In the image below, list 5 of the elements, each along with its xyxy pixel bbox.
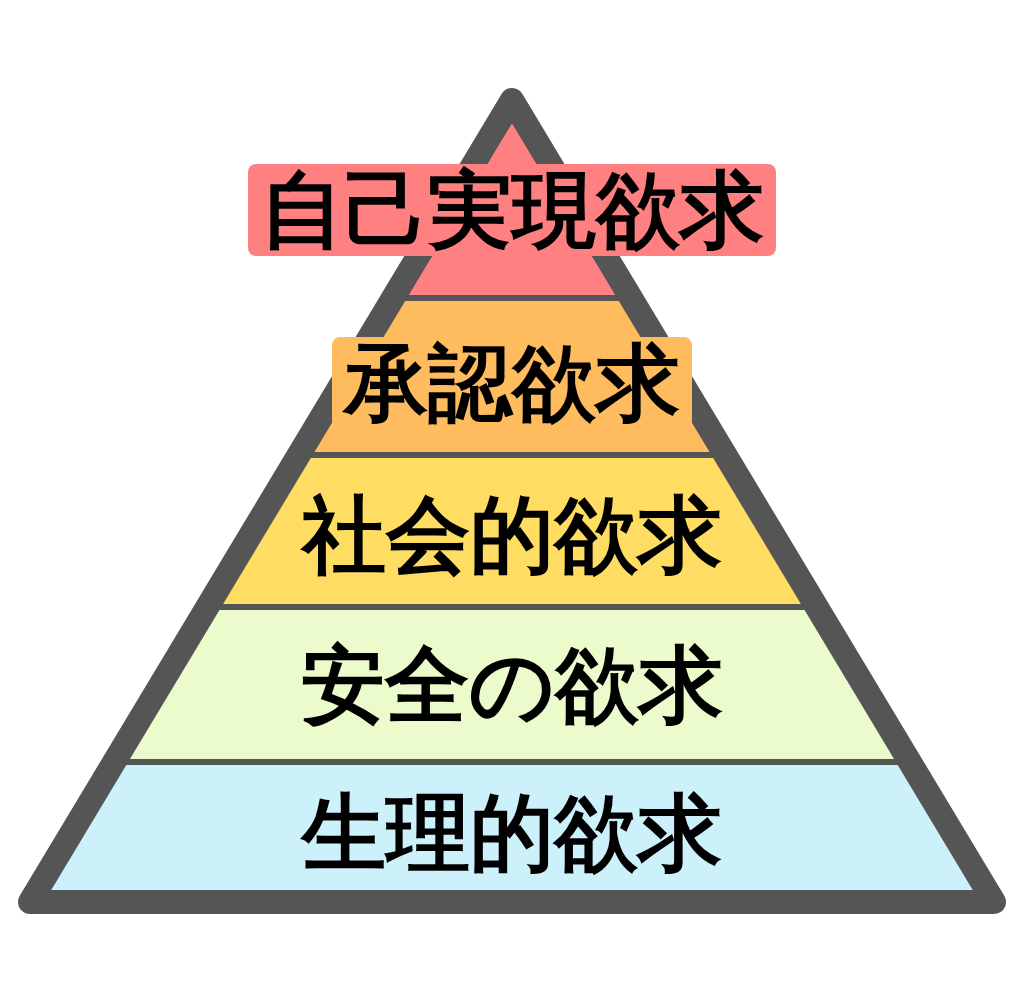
tier-label: 社会的欲求 [299,489,723,581]
tier-label: 自己実現欲求 [248,164,776,256]
tier-label: 安全の欲求 [300,639,724,731]
tier-label: 承認欲求 [332,337,692,429]
tier-label: 生理的欲求 [299,787,723,879]
